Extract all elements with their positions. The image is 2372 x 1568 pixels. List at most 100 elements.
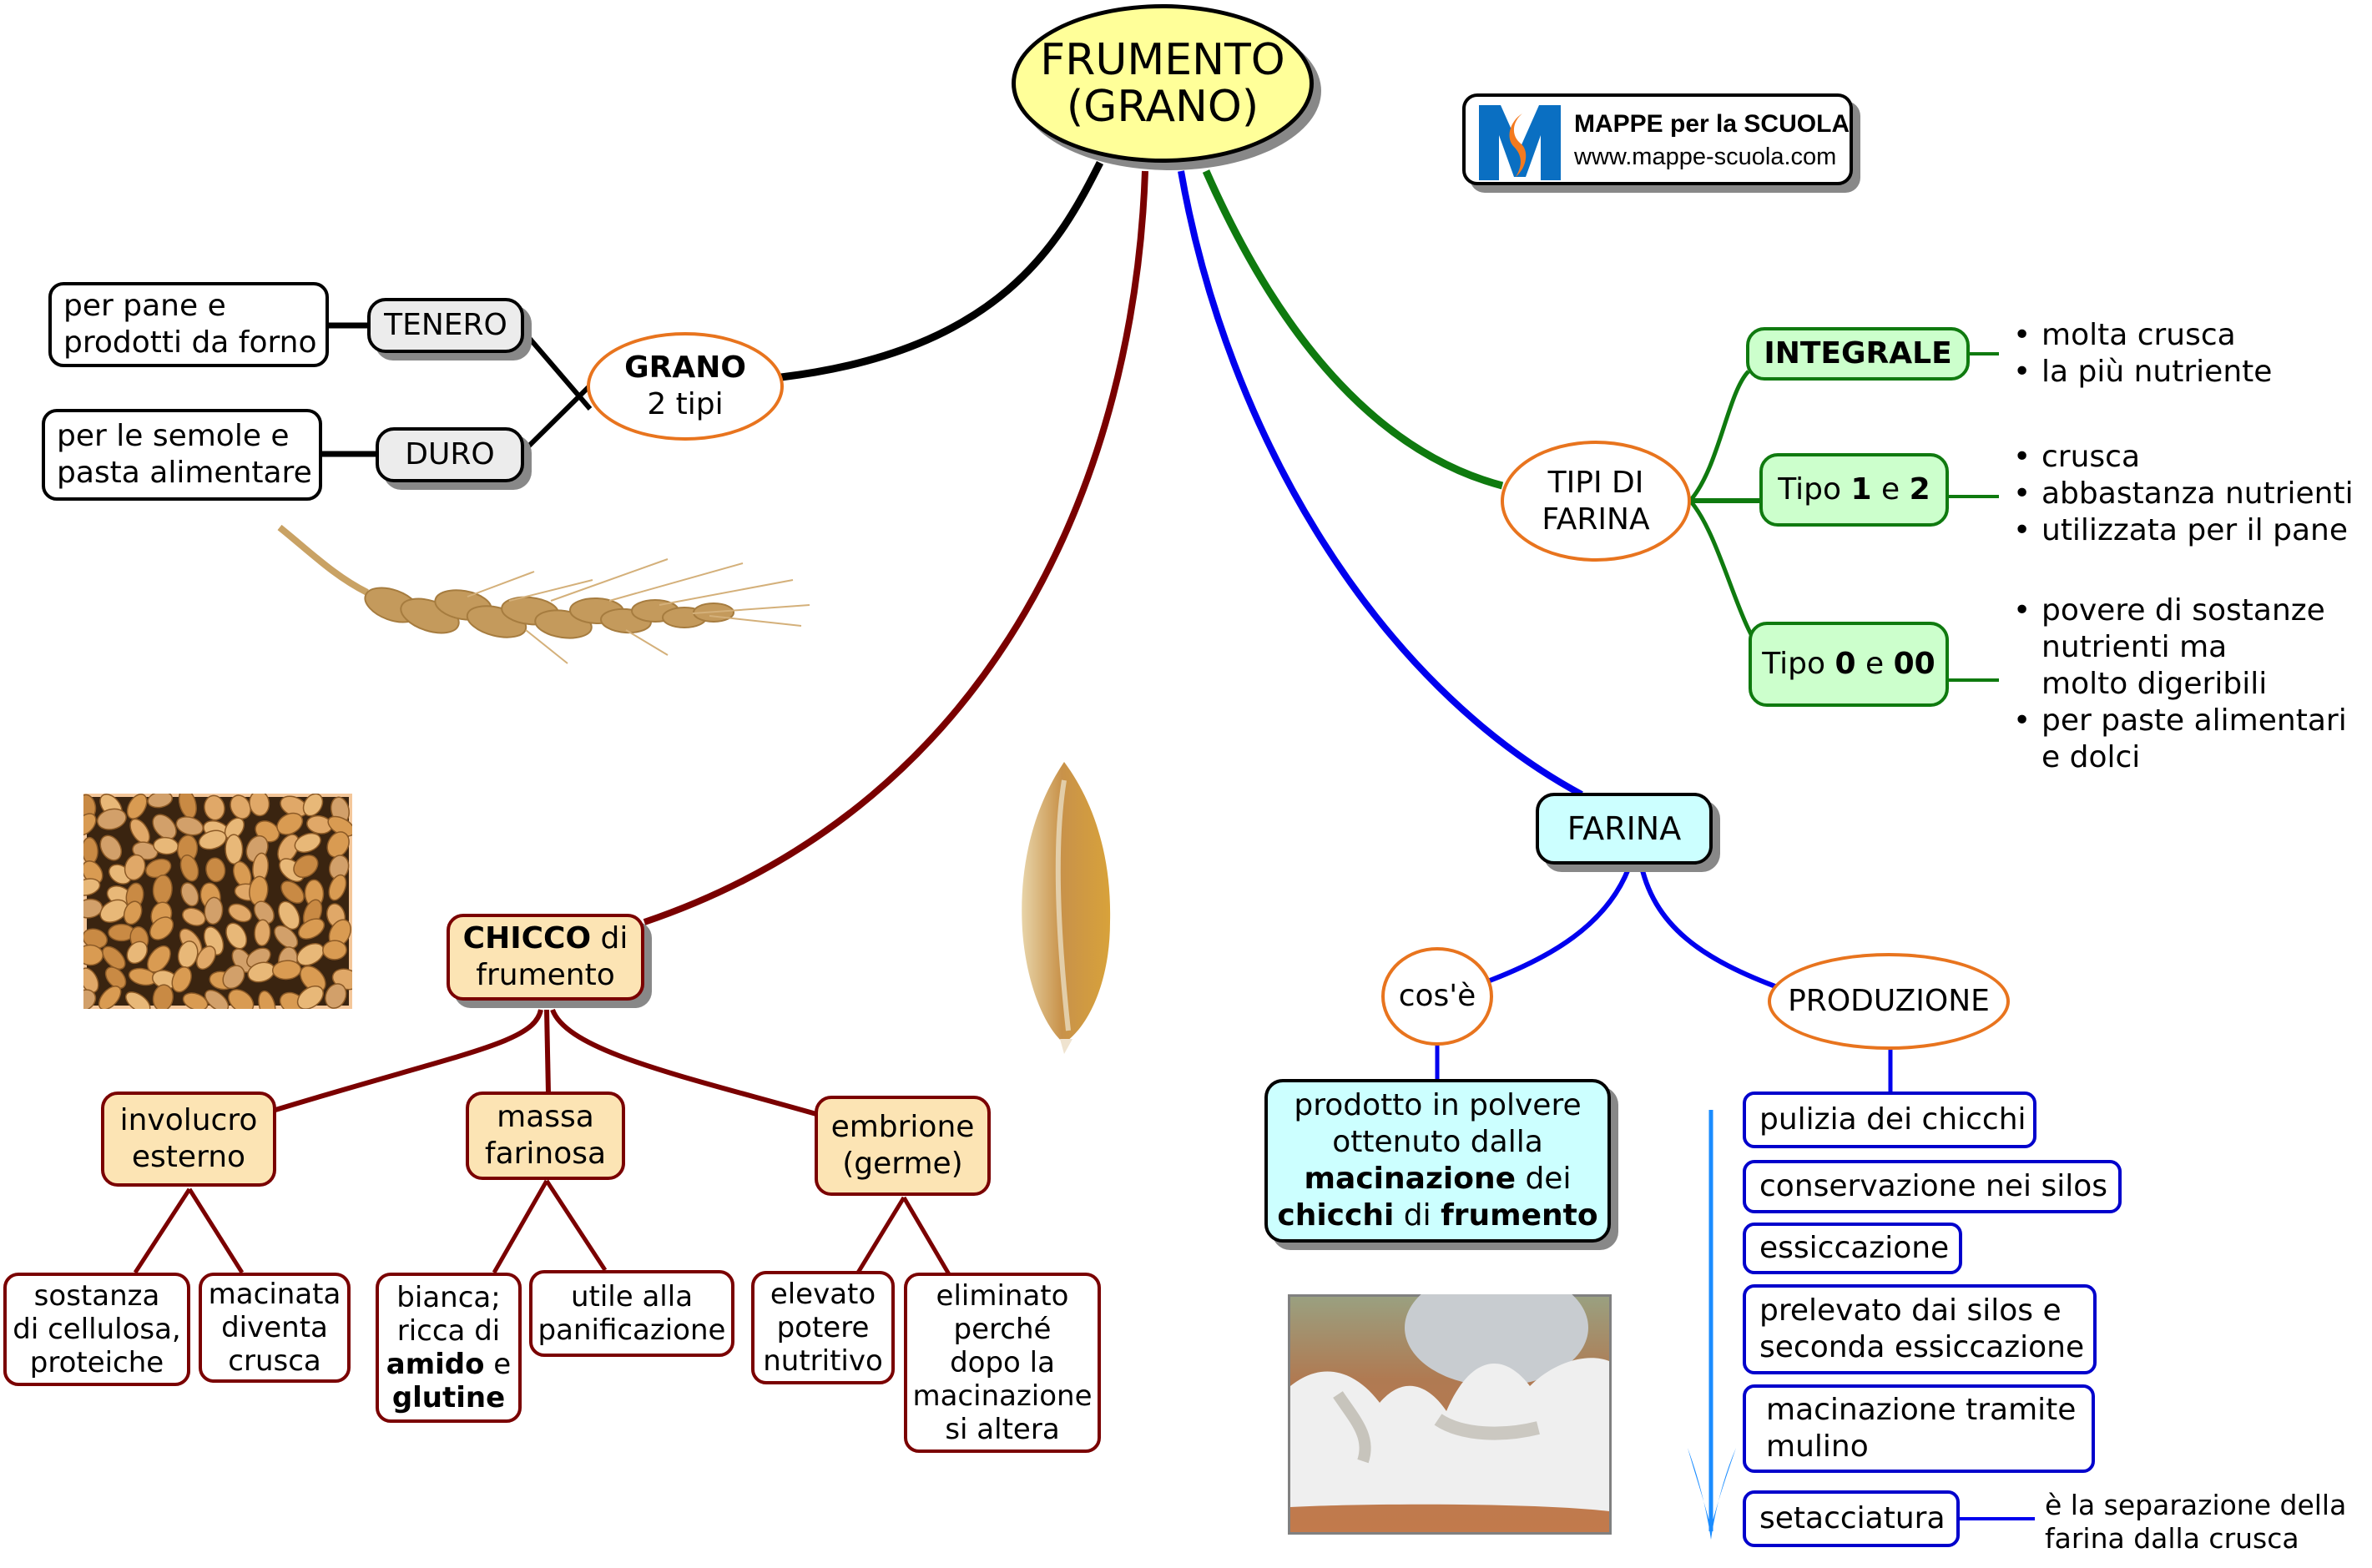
node-tenero[interactable]: TENERO (367, 298, 524, 353)
node-integrale[interactable]: INTEGRALE (1746, 327, 1970, 381)
link-tipi-tipo000 (1688, 499, 1764, 653)
part-label-line1: embrione (830, 1110, 975, 1144)
tipo12-part-tipo: Tipo (1778, 472, 1851, 507)
step-macinazione[interactable]: macinazione tramite mulino (1743, 1384, 2095, 1473)
grain (182, 907, 206, 926)
branch-farina (1178, 170, 1583, 798)
detail-line: dopo la (950, 1346, 1055, 1379)
detail-line: sostanza (33, 1279, 160, 1313)
duro-desc-line1: per le semole e (57, 419, 290, 453)
grain (302, 794, 324, 817)
note-line2: farina dalla crusca (2045, 1522, 2299, 1555)
grain (325, 983, 347, 1009)
note-item: crusca (2013, 439, 2354, 476)
chicco-label-line2: frumento (476, 958, 615, 992)
link-massa-c1 (492, 1179, 549, 1274)
node-embrione-detail-1[interactable]: elevato potere nutritivo (751, 1271, 895, 1384)
tipo12-part-2: 2 (1909, 472, 1930, 507)
tipi-label-line1: TIPI DI (1547, 465, 1644, 500)
node-produzione[interactable]: PRODUZIONE (1768, 953, 2010, 1050)
tipo000-part-00: 00 (1893, 647, 1935, 682)
root-title-line2: (GRANO) (1066, 82, 1259, 132)
node-involucro[interactable]: involucro esterno (101, 1092, 276, 1187)
text-segment: bianca; (396, 1281, 501, 1314)
note-item: la più nutriente (2013, 354, 2272, 391)
grain (83, 878, 101, 896)
grain (254, 900, 275, 925)
wheat-ear-photo (277, 524, 810, 664)
node-massa[interactable]: massa farinosa (466, 1092, 625, 1180)
grain (152, 814, 177, 839)
detail-line: macinazione (912, 1379, 1093, 1413)
grain (99, 899, 129, 923)
note-item: povere di sostanze (2013, 592, 2347, 629)
step-setacciatura[interactable]: setacciatura (1743, 1490, 1960, 1547)
step-label: essiccazione (1759, 1231, 1950, 1266)
bold-segment: glutine (391, 1381, 506, 1414)
step-label: pulizia dei chicchi (1759, 1102, 2026, 1137)
bold-segment: macinazione (1304, 1162, 1517, 1196)
grain (271, 960, 302, 981)
node-tipi-di-farina[interactable]: TIPI DI FARINA (1501, 441, 1691, 562)
logo-url[interactable]: www.mappe-scuola.com (1574, 144, 1837, 170)
grain (104, 966, 127, 990)
grain (225, 922, 248, 950)
grain (124, 991, 151, 1009)
grain (123, 900, 143, 925)
grain (152, 984, 174, 1009)
grain (204, 794, 225, 821)
chicco-label-line1: CHICCO di (463, 920, 628, 957)
node-farina[interactable]: FARINA (1536, 793, 1713, 865)
node-involucro-detail-1[interactable]: sostanza di cellulosa, proteiche (3, 1273, 190, 1386)
root-node-frumento[interactable]: FRUMENTO (GRANO) (1012, 4, 1314, 163)
mappe-scuola-logo[interactable]: MAPPE per la SCUOLA www.mappe-scuola.com (1462, 93, 1853, 185)
node-tipo-1-e-2[interactable]: Tipo 1 e 2 (1759, 453, 1949, 527)
part-label-line1: massa (497, 1100, 594, 1134)
rich-line: glutine (392, 1381, 505, 1414)
step-label-line2: mulino (1766, 1429, 1869, 1464)
grain (230, 794, 251, 819)
tenero-label: TENERO (384, 308, 507, 343)
step-label-line1: macinazione tramite (1766, 1393, 2077, 1427)
grain (296, 985, 325, 1009)
node-cose[interactable]: cos'è (1381, 947, 1493, 1046)
link-farina-cose (1488, 859, 1634, 983)
branch-tipi (1202, 169, 1504, 490)
integrale-notes: molta crusca la più nutriente (2013, 317, 2272, 391)
node-duro-desc[interactable]: per le semole e pasta alimentare (42, 409, 322, 501)
node-embrione[interactable]: embrione (germe) (815, 1096, 991, 1196)
node-tenero-desc[interactable]: per pane e prodotti da forno (48, 282, 329, 367)
chicco-label-rest: di (591, 921, 628, 955)
link-farina-produzione (1638, 859, 1784, 991)
node-tipo-0-e-00[interactable]: Tipo 0 e 00 (1749, 622, 1949, 707)
node-massa-detail-2[interactable]: utile alla panificazione (529, 1270, 734, 1357)
link-grano-duro (522, 383, 593, 453)
step-essiccazione[interactable]: essiccazione (1743, 1223, 1962, 1274)
node-chicco[interactable]: CHICCO di frumento (447, 914, 644, 1001)
node-grano[interactable]: GRANO 2 tipi (587, 332, 784, 441)
link-tipi-integrale (1688, 370, 1750, 502)
step-pulizia[interactable]: pulizia dei chicchi (1743, 1092, 2036, 1148)
tipo12-part-e: e (1871, 472, 1910, 507)
text-segment: e (484, 1348, 512, 1381)
grain (278, 900, 300, 930)
grain (126, 794, 148, 819)
step-label-line2: seconda essiccazione (1759, 1330, 2085, 1364)
grain (182, 992, 209, 1009)
node-embrione-detail-2[interactable]: eliminato perché dopo la macinazione si … (904, 1273, 1101, 1453)
tipo12-notes: crusca abbastanza nutrienti utilizzata p… (2013, 439, 2354, 549)
text-segment: dei (1516, 1162, 1572, 1196)
step-prelevato[interactable]: prelevato dai silos e seconda essiccazio… (1743, 1284, 2097, 1374)
note-line1: è la separazione della (2045, 1489, 2347, 1521)
farina-label: FARINA (1567, 809, 1682, 847)
grain (249, 794, 270, 817)
step-label: conservazione nei silos (1759, 1169, 2107, 1204)
node-duro[interactable]: DURO (376, 427, 524, 482)
duro-desc-line2: pasta alimentare (57, 456, 312, 490)
step-conservazione[interactable]: conservazione nei silos (1743, 1160, 2122, 1213)
node-involucro-detail-2[interactable]: macinata diventa crusca (199, 1273, 351, 1383)
grain (328, 874, 347, 901)
